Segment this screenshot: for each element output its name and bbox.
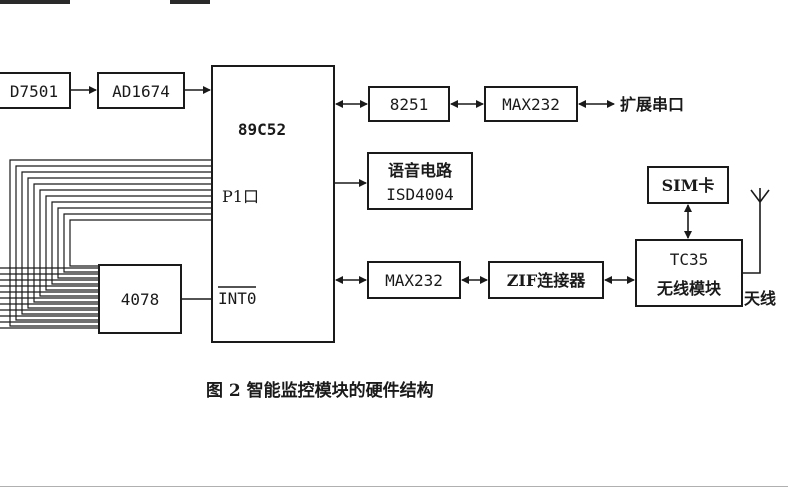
figure-caption: 图 2 智能监控模块的硬件结构 (206, 380, 434, 401)
max232-top-block: MAX232 (484, 86, 578, 122)
mcu-label: 89C52 (238, 120, 286, 139)
voice-line1: 语音电路 (388, 161, 453, 180)
ad1674-label: AD1674 (112, 82, 170, 101)
scan-remnant-top (0, 0, 210, 4)
antenna-label: 天线 (744, 289, 776, 308)
bottom-divider (0, 486, 788, 487)
mcu-89c52-block: 89C52 P1口 INT0 (211, 65, 335, 343)
ad7501-block: D7501 (0, 72, 71, 109)
p1-port-label: P1口 (222, 187, 259, 206)
tc35-line2: 无线模块 (656, 279, 722, 298)
ext-serial-label: 扩展串口 (620, 95, 684, 114)
gate-4078-block: 4078 (98, 264, 182, 334)
voice-line2: ISD4004 (386, 185, 453, 204)
gate-4078-label: 4078 (121, 290, 160, 309)
sim-label: SIM卡 (662, 176, 715, 195)
ad1674-block: AD1674 (97, 72, 185, 109)
max232-bottom-label: MAX232 (385, 271, 443, 290)
sim-card-block: SIM卡 (647, 166, 729, 204)
max232-bottom-block: MAX232 (367, 261, 461, 299)
tc35-line1: TC35 (670, 250, 709, 269)
p1-bus-lines (0, 159, 212, 329)
uart-8251-label: 8251 (390, 95, 429, 114)
connections (70, 86, 692, 300)
uart-8251-block: 8251 (368, 86, 450, 122)
int0-label: INT0 (218, 289, 257, 308)
tc35-module-block: TC35 无线模块 (635, 239, 743, 307)
zif-label: ZIF连接器 (507, 271, 587, 290)
zif-connector-block: ZIF连接器 (488, 261, 604, 299)
antenna-icon (742, 188, 770, 274)
max232-top-label: MAX232 (502, 95, 560, 114)
voice-circuit-block: 语音电路 ISD4004 (367, 152, 473, 210)
ad7501-label: D7501 (10, 82, 58, 101)
